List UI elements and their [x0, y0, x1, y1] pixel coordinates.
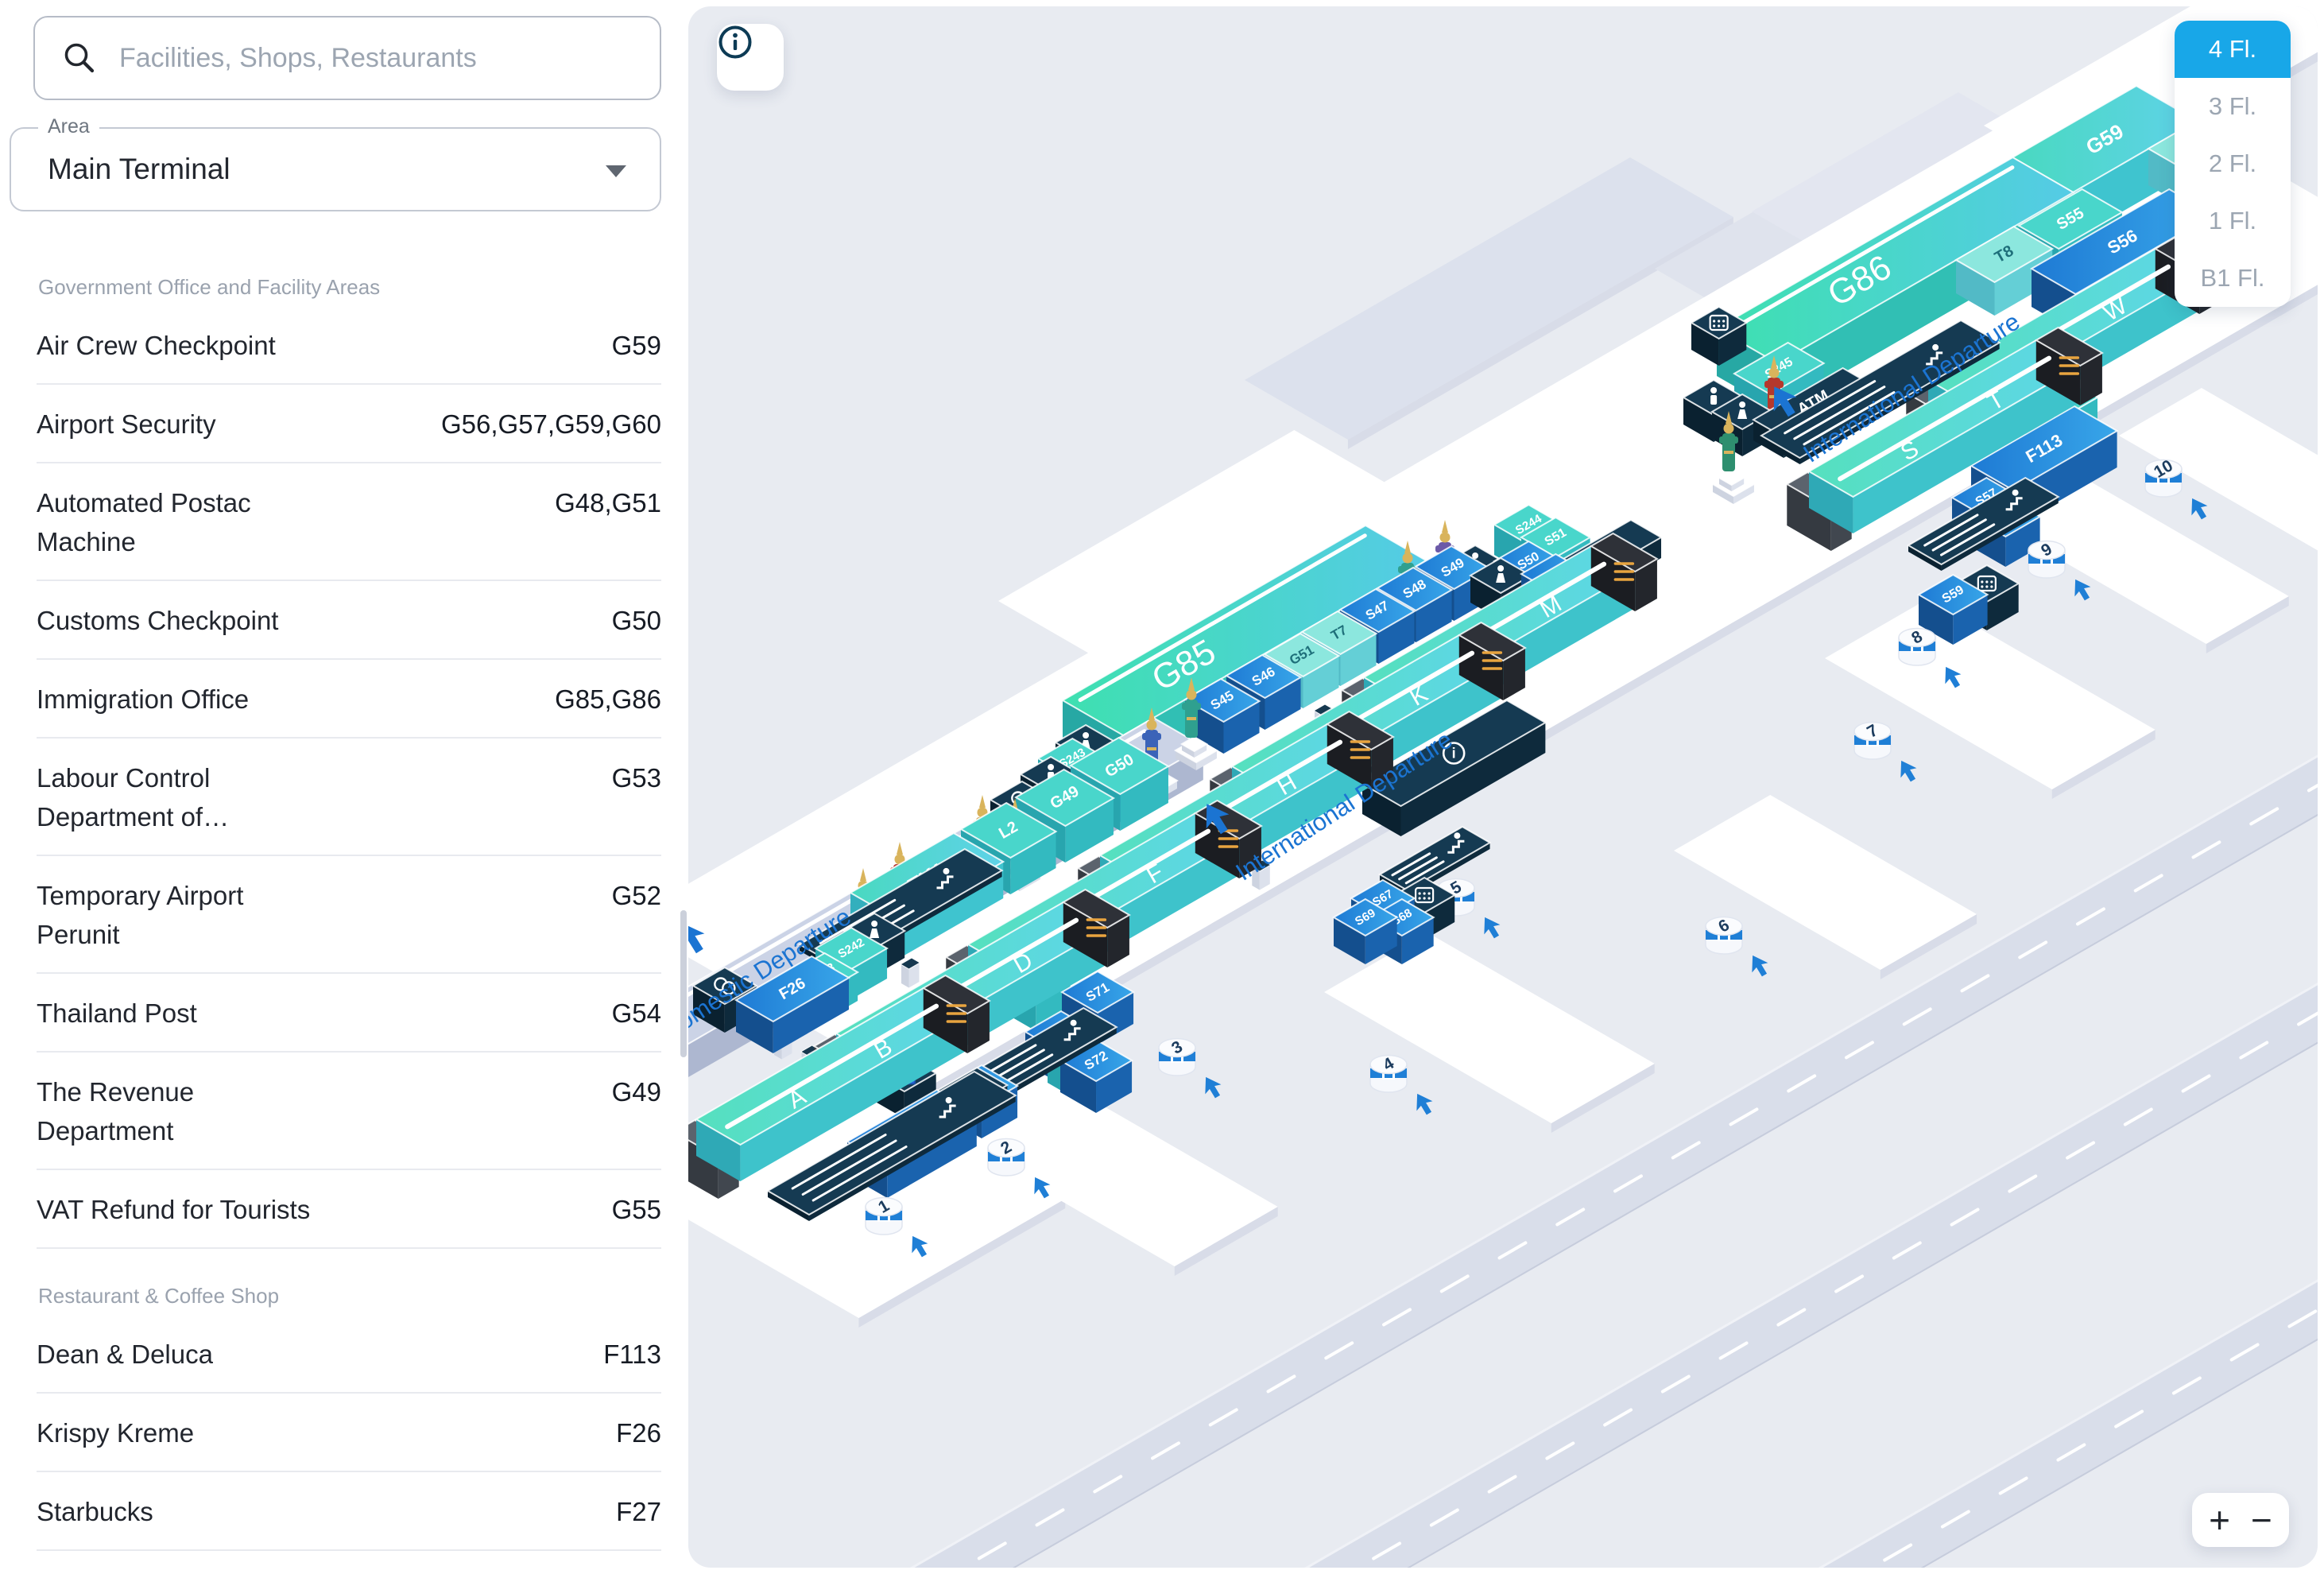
zoom-out-button[interactable]: −: [2251, 1499, 2272, 1541]
terminal-map[interactable]: G59G86G85G54S55T8S56S245UWG56ATM10F113ST…: [688, 6, 2318, 1568]
list-item[interactable]: Starbucks F27: [37, 1472, 661, 1551]
floor-item-4fl[interactable]: 4 Fl.: [2175, 21, 2291, 78]
map-gate-4[interactable]: 4: [1369, 1054, 1437, 1118]
list-item-name: VAT Refund for Tourists: [37, 1195, 311, 1224]
info-icon: [719, 25, 752, 59]
list-item[interactable]: VAT Refund for Tourists G55: [37, 1170, 661, 1249]
list-item-name: Temporary Airport Perunit: [37, 881, 244, 949]
list-item-code: G59: [611, 331, 661, 360]
map-gate-9[interactable]: 9: [2028, 540, 2095, 603]
list-item[interactable]: Immigration Office G85,G86: [37, 660, 661, 739]
area-select-label: Area: [38, 115, 99, 138]
list-item[interactable]: Air Crew Checkpoint G59: [37, 306, 661, 385]
list-item-name: Dean & Deluca: [37, 1339, 213, 1369]
map-gate-1[interactable]: 1: [865, 1196, 932, 1261]
floor-item-b1fl[interactable]: B1 Fl.: [2200, 264, 2265, 292]
map-box: i: [1360, 699, 1547, 836]
list-item[interactable]: Dean & Deluca F113: [37, 1315, 661, 1394]
sidebar-scrollbar[interactable]: [680, 910, 687, 1057]
svg-text:i: i: [1452, 746, 1456, 762]
map-statue: [1173, 677, 1218, 770]
search-icon: [64, 43, 95, 73]
map-esc: [1906, 476, 2060, 571]
list-item-code: G85,G86: [555, 684, 661, 714]
list-item-name: Automated Postac Machine: [37, 488, 251, 556]
map-direction-arrow-icon: [1773, 386, 1797, 417]
search-placeholder: Facilities, Shops, Restaurants: [119, 42, 477, 73]
map-esc: [1759, 319, 2001, 464]
list-item-name: Air Crew Checkpoint: [37, 331, 276, 360]
list-item-code: G49: [611, 1077, 661, 1107]
list-item-name: The Revenue Department: [37, 1077, 195, 1146]
map-box: [1690, 305, 1749, 366]
list-item-code: G50: [611, 606, 661, 635]
list-item-code: F27: [616, 1497, 661, 1526]
list-item-name: Customs Checkpoint: [37, 606, 279, 635]
floor-item-3fl[interactable]: 3 Fl.: [2208, 92, 2257, 120]
zoom-in-button[interactable]: +: [2209, 1499, 2230, 1541]
floor-selector: 4 Fl. 3 Fl. 2 Fl. 1 Fl. B1 Fl.: [2175, 21, 2291, 307]
list-item[interactable]: Thailand Post G54: [37, 974, 661, 1053]
list-item[interactable]: The Revenue Department G49: [37, 1053, 661, 1170]
map-block-S59[interactable]: S59: [1917, 573, 1989, 645]
map-gate-8[interactable]: 8: [1898, 627, 1966, 692]
map-direction-arrow-icon: [688, 923, 705, 954]
map-shop-row-ST[interactable]: ST: [1785, 326, 2104, 551]
list-item-name: Immigration Office: [37, 684, 250, 714]
sidebar: Facilities, Shops, Restaurants Area Main…: [0, 0, 688, 1574]
map-buildings-layer: G59G86G85G54S55T8S56S245UWG56ATM10F113ST…: [688, 84, 2266, 1261]
map-shop-row-AB[interactable]: AB: [688, 974, 991, 1199]
area-select-value: Main Terminal: [48, 153, 230, 185]
list-item[interactable]: Krispy Kreme F26: [37, 1394, 661, 1472]
list-item-code: G48,G51: [555, 488, 661, 518]
map-esc: [766, 1070, 1017, 1221]
list-item[interactable]: Airport Security G56,G57,G59,G60: [37, 385, 661, 463]
list-item-name: Krispy Kreme: [37, 1418, 195, 1448]
map-block-S69[interactable]: S69: [1332, 897, 1399, 964]
list-item[interactable]: Automated Postac Machine G48,G51: [37, 463, 661, 581]
list-item-name: Thailand Post: [37, 998, 197, 1028]
map-direction-arrow-icon: [1206, 804, 1230, 835]
map-gate-7[interactable]: 7: [1853, 721, 1921, 785]
map-panel: G59G86G85G54S55T8S56S245UWG56ATM10F113ST…: [688, 6, 2318, 1568]
list-item-code: F113: [603, 1339, 661, 1369]
area-select[interactable]: Area Main Terminal: [10, 115, 661, 211]
chevron-down-icon: [606, 165, 626, 177]
list-item[interactable]: Customs Checkpoint G50: [37, 581, 661, 660]
list-item[interactable]: Temporary Airport Perunit G52: [37, 856, 661, 974]
map-box: [691, 966, 758, 1033]
list-item-code: G56,G57,G59,G60: [440, 409, 661, 439]
zoom-controls: + −: [2192, 1493, 2289, 1547]
list-item-code: G53: [611, 763, 661, 793]
section-title: Government Office and Facility Areas: [38, 275, 381, 299]
list-item[interactable]: Labour Control Department of… G53: [37, 739, 661, 856]
list-item-name: Labour Control Department of…: [37, 763, 230, 832]
map-gate-2[interactable]: 2: [987, 1138, 1055, 1201]
list-item-name: Starbucks: [37, 1497, 153, 1526]
list-item-name: Airport Security: [37, 409, 216, 439]
map-gate-6[interactable]: 6: [1705, 916, 1772, 979]
info-button[interactable]: [717, 24, 784, 91]
floor-item-2fl[interactable]: 2 Fl.: [2208, 149, 2257, 177]
list-item-code: G52: [611, 881, 661, 910]
map-gate-10[interactable]: 10: [2144, 456, 2212, 522]
section-title: Restaurant & Coffee Shop: [38, 1284, 280, 1308]
list-item-code: G55: [611, 1195, 661, 1224]
map-block-F26[interactable]: F26: [734, 955, 851, 1053]
search-input[interactable]: Facilities, Shops, Restaurants: [33, 16, 661, 100]
list-item-code: F26: [616, 1418, 661, 1448]
map-gate-3[interactable]: 3: [1158, 1037, 1226, 1101]
list-item-code: G54: [611, 998, 661, 1028]
floor-item-1fl[interactable]: 1 Fl.: [2208, 207, 2257, 235]
map-statue: [1711, 411, 1756, 504]
